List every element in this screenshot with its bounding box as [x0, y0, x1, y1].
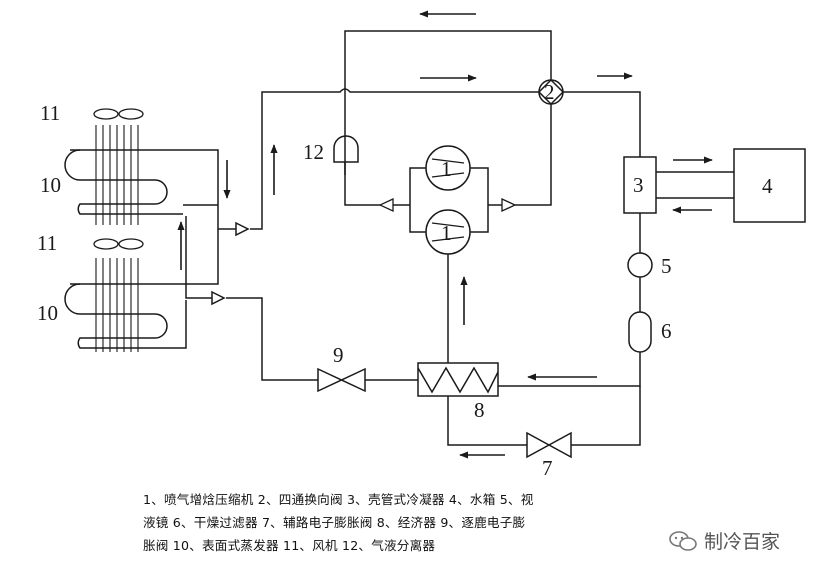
- lower-distributor: [70, 283, 226, 306]
- valve-9: [317, 367, 366, 393]
- label-valve-7: 7: [542, 456, 553, 480]
- four-way-valve-2: [537, 78, 565, 106]
- label-valve-9: 9: [333, 343, 344, 367]
- evaporator-upper: [64, 149, 183, 215]
- watermark: 制冷百家: [668, 527, 780, 554]
- label-fan-lower: 11: [37, 231, 57, 255]
- label-compressor-upper: 1: [441, 157, 452, 181]
- compressor-manifold-right: [470, 167, 502, 233]
- sight-glass-5: [627, 252, 653, 278]
- compressor-lower-mark: [431, 222, 465, 242]
- valve-to-compressor-pipe: [515, 104, 552, 206]
- evap-link-pipe: [185, 216, 219, 285]
- tee-right: [501, 197, 517, 213]
- label-filter-drier: 6: [661, 319, 672, 343]
- fins-upper: [95, 125, 139, 225]
- compressor-manifold-left: [393, 167, 426, 233]
- compressor-upper-mark: [431, 158, 465, 178]
- economizer-8: [417, 362, 499, 397]
- top-pipe: [344, 30, 552, 175]
- label-economizer: 8: [474, 398, 485, 422]
- accumulator-pipe: [344, 162, 380, 206]
- fan-icon-upper: [93, 108, 144, 120]
- legend-caption: 1、喷气增焓压缩机 2、四通换向阀 3、壳管式冷凝器 4、水箱 5、视 液镜 6…: [143, 488, 663, 557]
- economizer-zigzag: [417, 366, 499, 394]
- water-pipes: [656, 171, 734, 199]
- watermark-text: 制冷百家: [704, 531, 781, 553]
- wechat-icon: [669, 530, 697, 551]
- valve-to-condenser-pipe: [563, 91, 641, 157]
- label-evaporator-lower: 10: [37, 301, 58, 325]
- valve-to-evap-pipe: [250, 88, 539, 230]
- fins-lower: [95, 258, 139, 352]
- legend-line: 1、喷气增焓压缩机 2、四通换向阀 3、壳管式冷凝器 4、水箱 5、视: [143, 492, 534, 507]
- label-compressor-lower: 1: [441, 221, 452, 245]
- legend-line: 胀阀 10、表面式蒸发器 11、风机 12、气液分离器: [143, 538, 436, 553]
- label-four-way-valve: 2: [544, 80, 555, 104]
- liquid-line: [498, 213, 641, 387]
- label-sight-glass: 5: [661, 254, 672, 278]
- valve-7: [526, 431, 572, 459]
- label-condenser: 3: [633, 173, 644, 197]
- accumulator: [333, 135, 359, 163]
- legend-line: 液镜 6、干燥过滤器 7、辅路电子膨胀阀 8、经济器 9、逐鹿电子膨: [143, 515, 526, 530]
- branch-pipe: [447, 386, 641, 446]
- tee-left: [378, 197, 394, 213]
- main-line: [226, 297, 418, 381]
- filter-drier-6: [628, 311, 652, 353]
- label-water-tank: 4: [762, 174, 773, 198]
- fan-icon-lower: [93, 238, 144, 250]
- upper-distributor: [70, 149, 250, 237]
- evaporator-lower: [64, 283, 187, 349]
- label-evaporator-upper: 10: [40, 173, 61, 197]
- label-accumulator: 12: [303, 140, 324, 164]
- label-fan-upper: 11: [40, 101, 60, 125]
- water-tank-4: [733, 148, 806, 223]
